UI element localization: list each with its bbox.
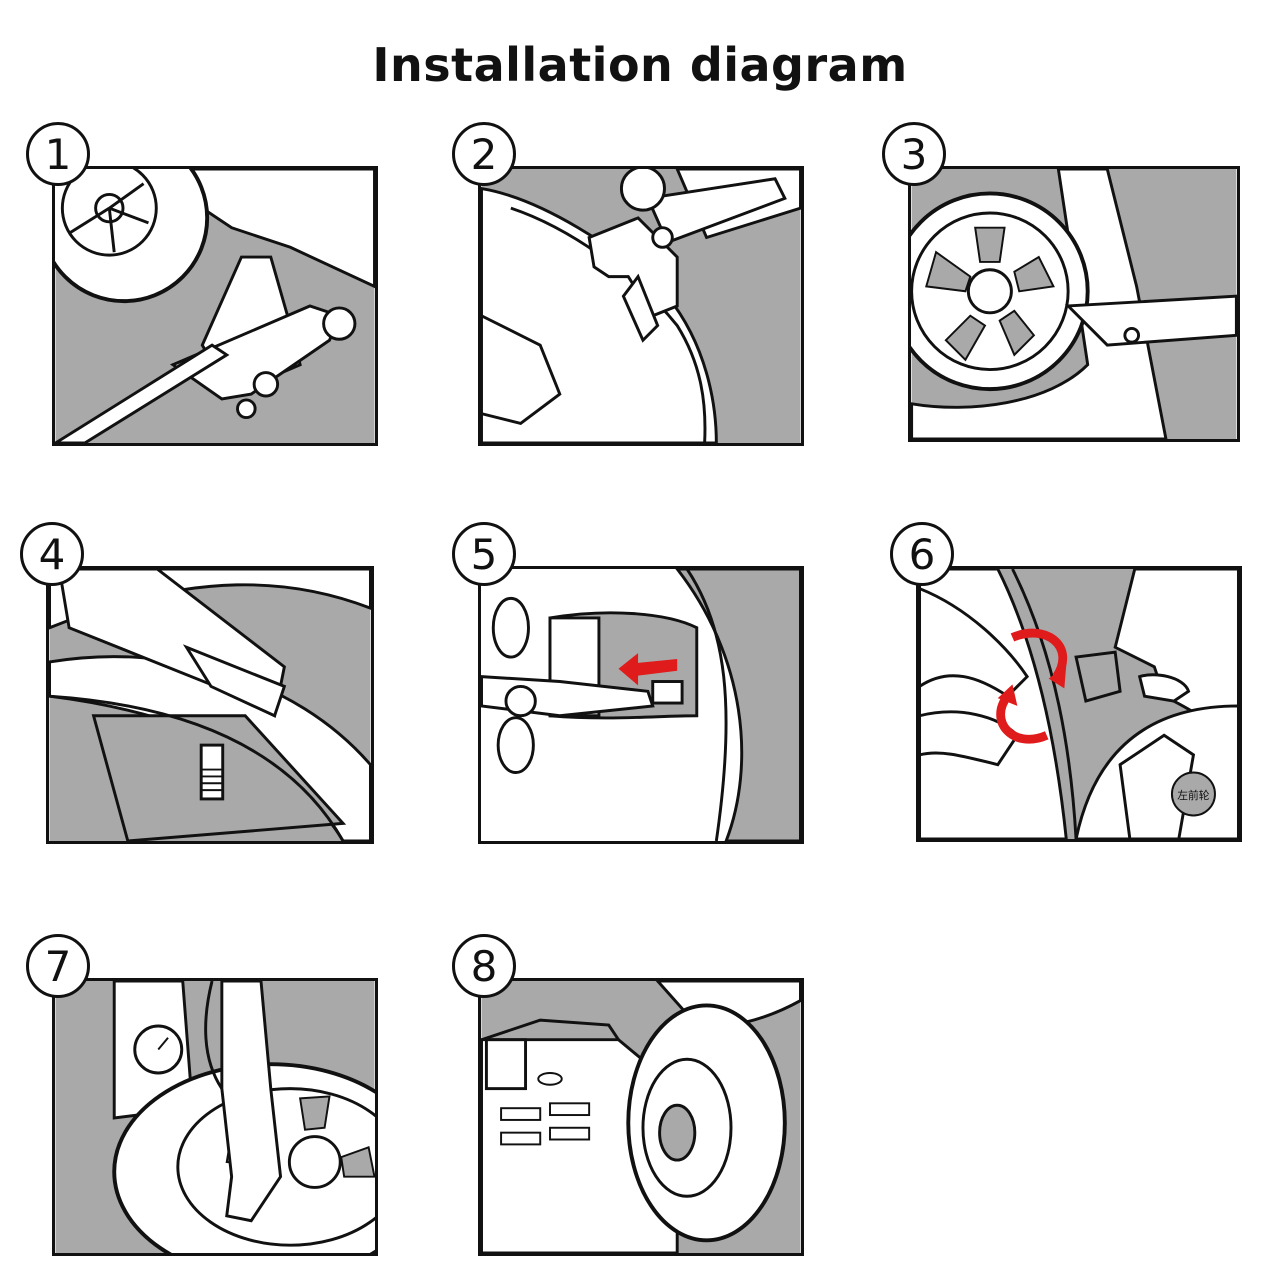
step-2-number: 2 [452,122,516,186]
step-8: 8 [452,934,804,1256]
step-5-number: 5 [452,522,516,586]
step-5-panel [478,566,804,844]
step-1-number: 1 [26,122,90,186]
tire-lever-removing-tire-icon [911,169,1237,439]
step-5: 5 [452,522,804,844]
step-6-number: 6 [890,522,954,586]
page-title: Installation diagram [372,38,908,92]
step-2: 2 [452,122,804,446]
step-4-number: 4 [20,522,84,586]
floor-jack-lifting-car-icon [55,169,375,443]
sensor-label: 左前轮 [1177,789,1210,802]
compressor-and-wheel-icon [481,981,801,1253]
pliers-pulling-valve-icon [481,569,801,841]
valve-stem-in-rim-icon [49,569,371,841]
step-7: 7 [26,934,378,1256]
step-6: 左前轮 6 [890,522,1242,842]
step-3: 3 [882,122,1240,442]
step-8-panel [478,978,804,1256]
step-3-number: 3 [882,122,946,186]
tire-bead-breaker-icon [481,169,801,443]
step-4-panel [46,566,374,844]
step-2-panel [478,166,804,446]
installing-tpms-sensor-icon: 左前轮 [919,569,1239,839]
step-4: 4 [20,522,374,844]
step-8-number: 8 [452,934,516,998]
step-3-panel [908,166,1240,442]
step-7-number: 7 [26,934,90,998]
step-1-panel [52,166,378,446]
step-6-panel: 左前轮 [916,566,1242,842]
inflating-tire-with-gauge-icon [55,981,375,1253]
step-1: 1 [26,122,378,446]
step-7-panel [52,978,378,1256]
